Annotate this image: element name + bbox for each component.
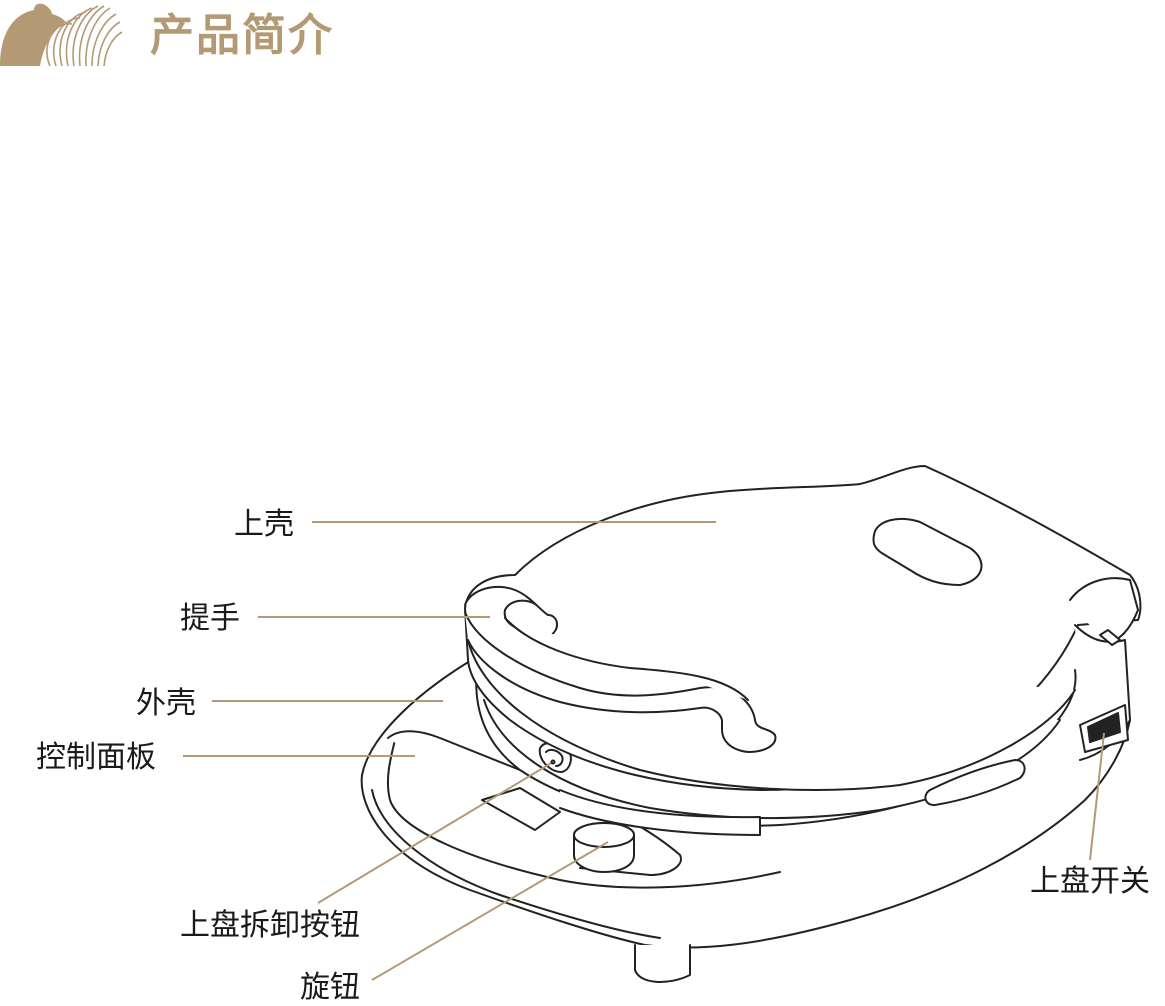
callout-leaders: [183, 521, 1105, 981]
label-release-button: 上盘拆卸按钮: [180, 908, 360, 943]
section-header: 产品简介: [0, 0, 420, 80]
label-handle: 提手: [180, 601, 240, 636]
label-plate-switch: 上盘开关: [1030, 864, 1150, 899]
leader-release-button: [317, 761, 554, 904]
label-control-panel: 控制面板: [36, 740, 156, 775]
baking-pan-outline: [360, 465, 1142, 983]
label-knob: 旋钮: [300, 970, 360, 1005]
label-upper-shell: 上壳: [234, 507, 294, 542]
label-outer-shell: 外壳: [136, 686, 196, 721]
bear-sound-wave-logo-icon: [0, 3, 123, 67]
page-title: 产品简介: [150, 10, 334, 61]
leader-endpoints: [550, 759, 556, 765]
leader-knob: [371, 841, 609, 981]
leader-plate-switch: [1089, 732, 1105, 861]
